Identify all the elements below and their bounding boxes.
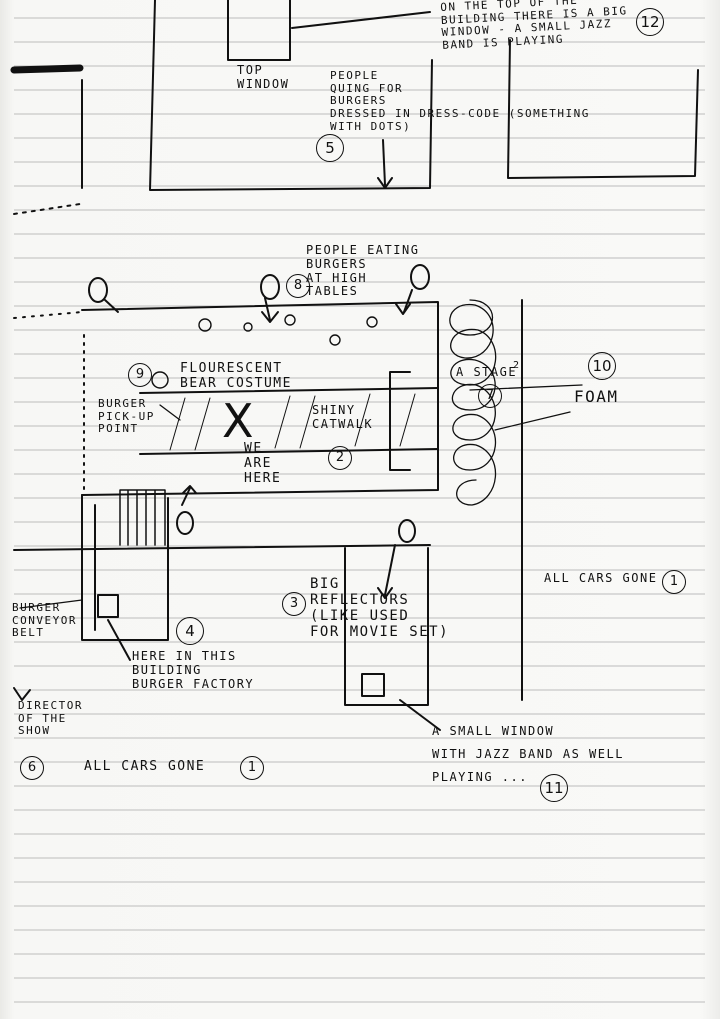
all-cars-gone-right-note: ALL CARS GONE [544, 572, 657, 586]
top-window-frame [228, 0, 290, 60]
number-badge: 4 [176, 617, 204, 645]
stage-superscript: 2 [513, 360, 521, 372]
top-window-pointer [292, 12, 430, 28]
number-badge: 1 [662, 570, 686, 594]
number-badge: 1 [240, 756, 264, 780]
number-badge: 5 [316, 134, 344, 162]
top-window-label: TOP WINDOW [237, 64, 289, 92]
number-badge: 3 [282, 592, 306, 616]
number-badge: 9 [128, 363, 152, 387]
big-reflectors-note: BIG REFLECTORS (LIKE USED FOR MOVIE SET) [310, 576, 449, 640]
small-window [362, 674, 384, 696]
ruled-lines [14, 18, 705, 1002]
factory-window [98, 595, 118, 617]
queue-note: PEOPLE QUING FOR BURGERS DRESSED IN DRES… [330, 70, 590, 133]
we-are-here-note: WE ARE HERE [244, 442, 281, 487]
number-badge: 10 [588, 352, 616, 380]
number-badge: 6 [20, 756, 44, 780]
number-badge: 7 [478, 384, 502, 408]
we-are-here-x-mark: X [222, 398, 254, 444]
dotted-queue-line [14, 204, 80, 214]
foam-note: FOAM [574, 388, 619, 406]
shiny-catwalk-note: SHINY CATWALK [312, 404, 373, 432]
burger-pickup-note: BURGER PICK-UP POINT [98, 398, 155, 436]
burger-factory-note: HERE IN THIS BUILDING BURGER FACTORY [132, 650, 254, 691]
number-badge: 12 [636, 8, 664, 36]
all-cars-gone-left-note: ALL CARS GONE [84, 760, 205, 775]
director-note: DIRECTOR OF THE SHOW [18, 700, 83, 738]
small-window-note: A SMALL WINDOW WITH JAZZ BAND AS WELL PL… [432, 720, 624, 788]
number-badge: 2 [328, 446, 352, 470]
queue-arrow [383, 140, 385, 185]
marker-stroke [14, 68, 80, 70]
people-eating-note: PEOPLE EATING BURGERS AT HIGH TABLES [306, 244, 419, 299]
stage-note: A STAGE [456, 366, 517, 380]
conveyor-belt-note: BURGER CONVEYOR BELT [12, 602, 77, 640]
fluorescent-bear-note: FLOURESCENT BEAR COSTUME [180, 362, 292, 392]
